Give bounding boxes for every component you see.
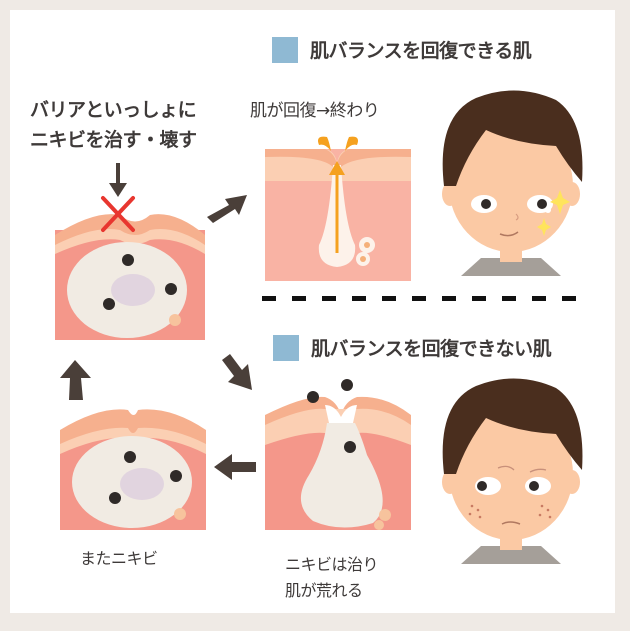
heading-text: 肌バランスを回復できる肌 [310, 40, 532, 62]
arrow-up-right-icon [207, 195, 247, 223]
healed-caption-line1: ニキビは治り [285, 555, 379, 574]
arrow-up-icon [60, 360, 91, 400]
square-icon [272, 36, 298, 63]
barrier-caption: バリアといっしょに ニキビを治す・壊す [30, 95, 197, 155]
sad-face-illustration [442, 378, 583, 564]
heading-text: 肌バランスを回復できない肌 [311, 338, 552, 360]
happy-face-illustration [442, 90, 583, 276]
section-divider [262, 296, 592, 301]
heading-can-recover: 肌バランスを回復できる肌 [272, 36, 532, 63]
square-icon [273, 334, 299, 361]
arrow-down-right-icon [222, 354, 252, 390]
barrier-caption-line2: ニキビを治す・壊す [30, 129, 197, 151]
healed-caption: ニキビは治り 肌が荒れる [285, 552, 379, 604]
barrier-caption-line1: バリアといっしょに [30, 99, 197, 121]
heading-cannot-recover: 肌バランスを回復できない肌 [273, 334, 552, 361]
recovered-caption: 肌が回復→終わり [250, 101, 380, 121]
acne-broken-barrier-illustration [55, 196, 205, 340]
acne-again-illustration [60, 409, 206, 530]
down-arrow-icon [109, 163, 127, 197]
recovered-pore-illustration [265, 136, 411, 281]
healed-caption-line2: 肌が荒れる [285, 581, 363, 600]
again-acne-caption: またニキビ [80, 549, 158, 568]
rough-skin-illustration [265, 379, 411, 530]
arrow-left-icon [214, 454, 256, 480]
